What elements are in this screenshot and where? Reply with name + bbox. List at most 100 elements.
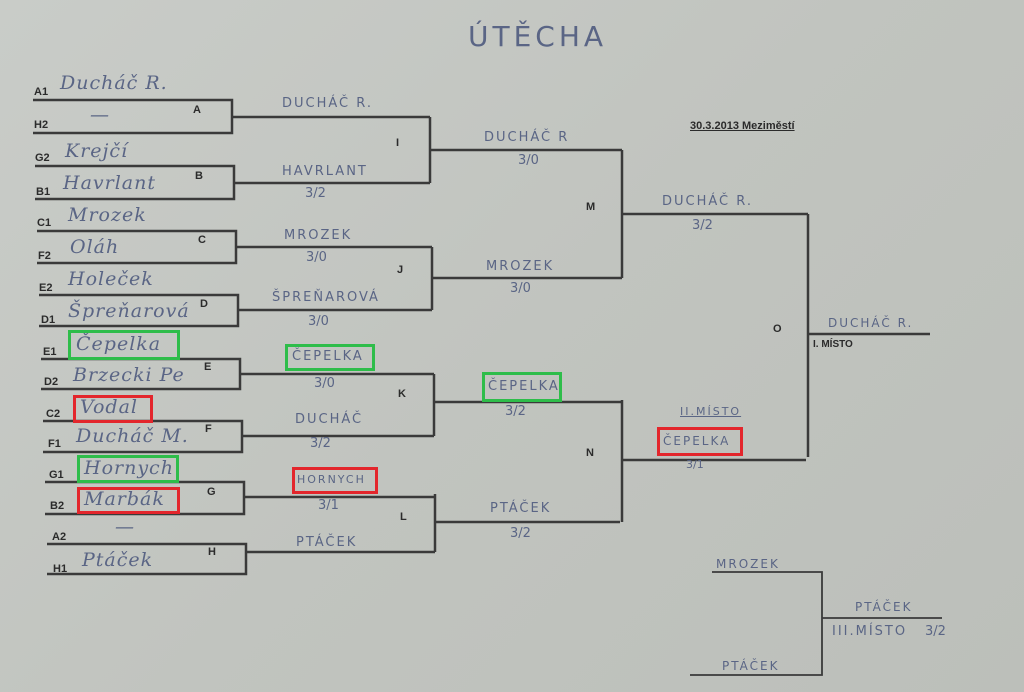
slot-label: A2 xyxy=(52,531,67,543)
player-name: Havrlant xyxy=(63,172,156,194)
slot-label: H2 xyxy=(34,119,49,131)
player-name: Ptáček xyxy=(82,549,154,571)
slot-label: A1 xyxy=(34,86,49,98)
slot-label: G1 xyxy=(49,469,64,481)
slot-label: H1 xyxy=(53,563,68,575)
date-place: 30.3.2013 Meziměstí xyxy=(690,120,795,132)
round3-name: ČEPELKA xyxy=(488,379,560,394)
round2-score: 3/2 xyxy=(305,186,326,201)
slot-label: D1 xyxy=(41,314,56,326)
round2-score: 3/0 xyxy=(314,376,335,391)
round3-score: 3/2 xyxy=(505,404,526,419)
win-highlight-box xyxy=(68,330,180,360)
third-place-top: MROZEK xyxy=(716,557,780,571)
round2-score: 3/0 xyxy=(306,250,327,265)
third-place-score: 3/2 xyxy=(925,624,946,639)
player-name: Mrozek xyxy=(68,204,147,226)
slot-label: E1 xyxy=(43,346,57,358)
round3-score: 3/0 xyxy=(510,281,531,296)
page-title: ÚTĚCHA xyxy=(468,20,608,53)
match-d-lines xyxy=(39,293,432,328)
second-place-label: II.MÍSTO xyxy=(680,405,742,418)
match-label: I xyxy=(396,137,400,149)
match-l-lines xyxy=(433,494,620,552)
player-name: Brzecki Pe xyxy=(73,364,185,386)
round3-name: DUCHÁČ R xyxy=(484,130,570,145)
match-label: H xyxy=(208,546,216,558)
round3-name: PTÁČEK xyxy=(490,501,552,516)
third-place-winner: PTÁČEK xyxy=(855,600,913,614)
loss-highlight-box xyxy=(77,487,180,514)
round2-name: HAVRLANT xyxy=(282,164,368,179)
match-label: C xyxy=(198,234,206,246)
player-name: Marbák xyxy=(84,488,165,510)
round2-name: ČEPELKA xyxy=(292,349,364,364)
win-highlight-box xyxy=(77,455,179,483)
round2-score: 3/0 xyxy=(308,314,329,329)
player-name: Ducháč R. xyxy=(60,72,168,94)
player-name: Ducháč M. xyxy=(76,425,189,447)
third-place-bottom: PTÁČEK xyxy=(722,659,780,673)
match-label: G xyxy=(207,486,216,498)
round2-score: 3/2 xyxy=(310,436,331,451)
player-name: Oláh xyxy=(70,236,120,258)
match-label: O xyxy=(773,323,782,335)
match-label: J xyxy=(397,264,404,276)
loss-highlight-box xyxy=(292,467,378,494)
round2-name: PTÁČEK xyxy=(296,535,358,550)
round2-score: 3/1 xyxy=(318,498,339,513)
match-label: A xyxy=(193,104,201,116)
slot-label: C1 xyxy=(37,217,52,229)
player-name: Holeček xyxy=(68,268,154,290)
match-j-lines xyxy=(430,247,622,310)
slot-label: B1 xyxy=(36,186,51,198)
slot-label: E2 xyxy=(39,282,53,294)
match-n-lines xyxy=(620,400,806,522)
slot-label: C2 xyxy=(46,408,61,420)
match-label: D xyxy=(200,298,208,310)
round2-name: DUCHÁČ R. xyxy=(282,96,373,111)
round4-score: 3/1 xyxy=(686,458,704,471)
third-place-lines xyxy=(690,571,942,676)
match-label: K xyxy=(398,388,406,400)
player-name: Hornych xyxy=(84,457,174,479)
slot-label: G2 xyxy=(35,152,50,164)
round4-score: 3/2 xyxy=(692,218,713,233)
player-name: Špreňarová xyxy=(68,300,190,322)
match-i-lines xyxy=(428,117,622,183)
win-highlight-box xyxy=(482,372,562,402)
player-name: Vodal xyxy=(80,396,138,418)
match-label: M xyxy=(586,201,596,213)
round3-score: 3/0 xyxy=(518,153,539,168)
match-a-lines xyxy=(33,98,430,135)
slot-label: B2 xyxy=(50,500,65,512)
loss-highlight-box xyxy=(657,427,743,456)
winner-name: DUCHÁČ R. xyxy=(828,316,914,330)
loss-highlight-box xyxy=(73,395,153,423)
player-name: — xyxy=(115,516,135,538)
round3-score: 3/2 xyxy=(510,526,531,541)
round2-name: HORNYCH xyxy=(297,473,366,486)
round2-name: DUCHÁČ xyxy=(295,412,364,427)
round4-name: ČEPELKA xyxy=(663,434,731,448)
match-label: L xyxy=(400,511,407,523)
first-place-label: I. MÍSTO xyxy=(813,339,853,350)
match-m-lines xyxy=(620,150,808,278)
match-h-lines xyxy=(47,542,435,576)
round2-name: MROZEK xyxy=(284,228,353,243)
third-place-label: III.MÍSTO xyxy=(832,624,908,639)
round4-name: DUCHÁČ R. xyxy=(662,194,753,209)
match-k-lines xyxy=(432,374,622,436)
match-label: N xyxy=(586,447,594,459)
match-label: F xyxy=(205,423,212,435)
player-name: Čepelka xyxy=(76,333,162,355)
match-b-lines xyxy=(35,164,430,201)
match-label: B xyxy=(195,170,203,182)
match-label: E xyxy=(204,361,212,373)
round2-name: ŠPREŇAROVÁ xyxy=(272,290,380,305)
match-c-lines xyxy=(37,229,432,265)
match-o-lines xyxy=(806,214,930,457)
player-name: — xyxy=(90,104,110,126)
round3-name: MROZEK xyxy=(486,259,555,274)
